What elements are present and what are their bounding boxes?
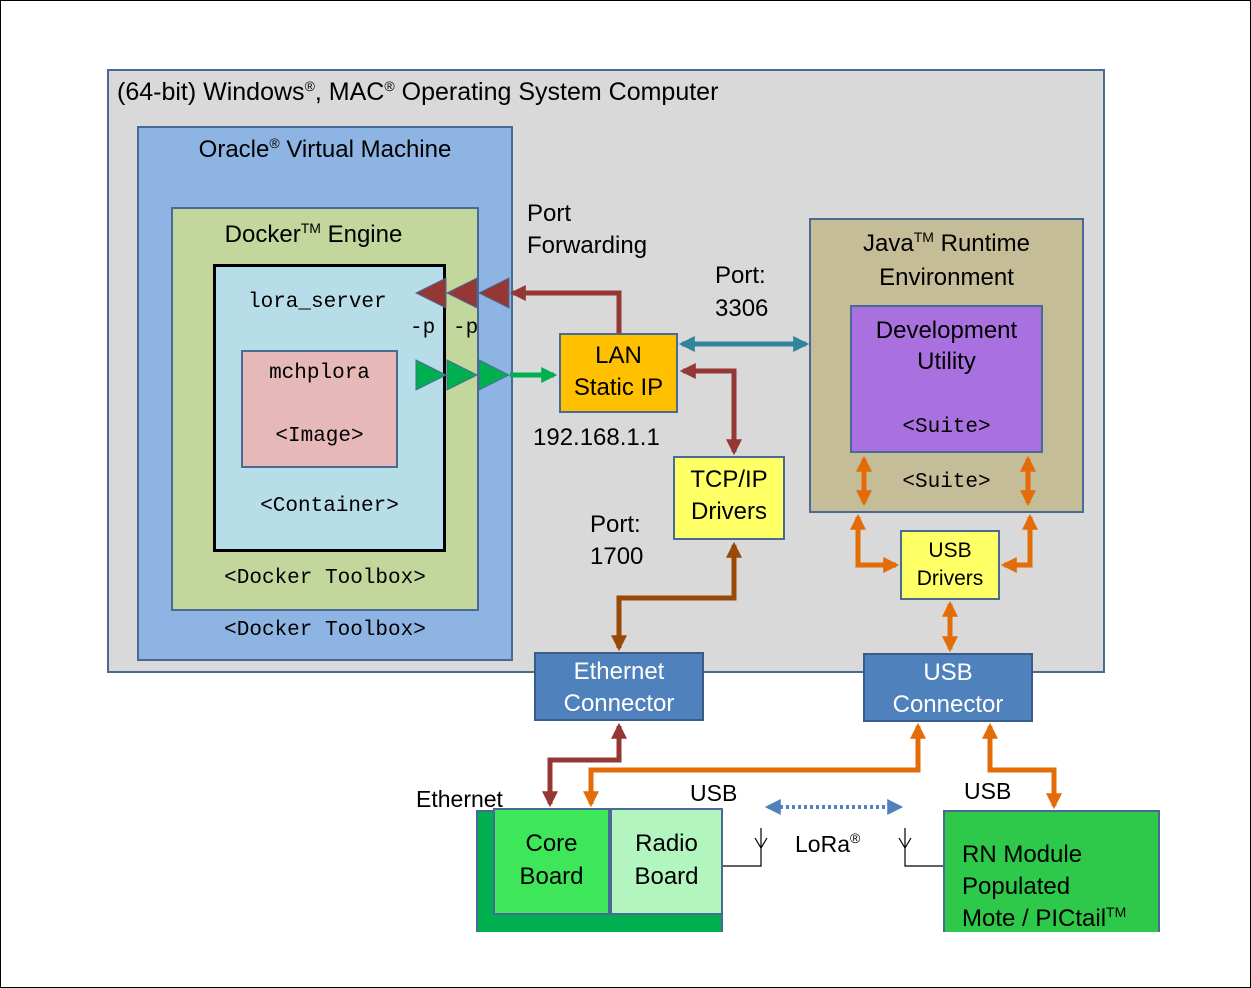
- radio-board-line2: Board: [634, 863, 699, 890]
- image-box: [241, 350, 398, 468]
- port-forward-triangles-out: [415, 359, 511, 391]
- core-board-line1: Core: [525, 830, 578, 857]
- usb-connector-line1: USB: [923, 659, 973, 686]
- java-suite-label: <Suite>: [902, 471, 991, 494]
- jre-usb-drivers-arrow-right: [1000, 513, 1039, 574]
- devutil-suite-label: <Suite>: [902, 416, 991, 439]
- development-utility-box: [850, 305, 1043, 453]
- lan-tcpip-arrow: [679, 362, 743, 456]
- lan-label-line2: Static IP: [573, 374, 664, 401]
- antenna-left-icon: [723, 828, 768, 867]
- usb-drivers-line1: USB: [928, 539, 972, 562]
- port-flag-1: -p: [410, 317, 436, 340]
- vm-docker-toolbox-label: <Docker Toolbox>: [224, 619, 426, 642]
- jre-usb-drivers-arrow-left: [849, 513, 900, 574]
- ethernet-connector-line2: Connector: [563, 690, 675, 717]
- tcpip-ethernet-arrow: [610, 541, 743, 652]
- port-3306-line2: 3306: [715, 295, 769, 322]
- antenna-right-icon: [898, 828, 943, 867]
- core-board-line2: Board: [519, 863, 584, 890]
- port-forwarding-line2: Forwarding: [527, 232, 648, 259]
- image-name-label: mchplora: [269, 362, 370, 385]
- usb-connector-box: [863, 653, 1033, 722]
- container-label: <Container>: [260, 495, 399, 518]
- ethernet-connector-box: [534, 652, 704, 721]
- usb-connector-core-arrow: [582, 722, 927, 808]
- rn-module-line3: Mote / PICtailTM: [962, 904, 1127, 932]
- lora-server-label: lora_server: [248, 291, 387, 314]
- rn-module-box: [943, 810, 1160, 932]
- rn-module-line2: Populated: [962, 873, 1071, 900]
- core-board-box: [493, 808, 610, 915]
- lan-ip-address: 192.168.1.1: [533, 424, 660, 451]
- port-3306-line1: Port:: [715, 262, 766, 289]
- lan-label-line1: LAN: [595, 342, 642, 369]
- usb-drivers-line2: Drivers: [916, 567, 984, 590]
- port-flag-2: -p: [453, 317, 479, 340]
- usb-drivers-box: [900, 530, 1000, 600]
- port-1700-line1: Port:: [590, 511, 641, 538]
- docker-engine-label: DockerTM Engine: [224, 220, 403, 248]
- tcpip-label-line2: Drivers: [691, 498, 767, 525]
- port-forwarding-line1: Port: [527, 200, 572, 227]
- ethernet-link-label: Ethernet: [416, 786, 503, 812]
- port-forward-triangles-in: [414, 277, 510, 309]
- tcpip-label-line1: TCP/IP: [690, 466, 768, 493]
- usb-connector-line2: Connector: [892, 691, 1004, 718]
- computer-label: (64-bit) Windows®, MAC® Operating System…: [117, 78, 719, 106]
- radio-board-box: [610, 808, 723, 915]
- virtual-machine-label: Oracle® Virtual Machine: [198, 135, 452, 163]
- ethernet-connector-line1: Ethernet: [573, 658, 665, 685]
- lan-to-container-arrow: [509, 284, 622, 333]
- lora-link-label: LoRa®: [795, 830, 861, 857]
- lan-static-ip-box: [559, 333, 678, 413]
- tcpip-drivers-box: [673, 456, 785, 540]
- rn-module-line1: RN Module: [962, 841, 1083, 868]
- usb-connector-rn-arrow: [981, 722, 1063, 810]
- devutil-line2: Utility: [917, 348, 976, 375]
- java-runtime-line2: Environment: [879, 264, 1014, 291]
- ethernet-core-arrow: [541, 722, 628, 808]
- devutil-line1: Development: [875, 317, 1018, 344]
- docker-toolbox-label: <Docker Toolbox>: [224, 567, 426, 590]
- radio-board-line1: Radio: [635, 830, 698, 857]
- image-tag-label: <Image>: [275, 425, 364, 448]
- java-runtime-line1: JavaTM Runtime: [863, 229, 1030, 257]
